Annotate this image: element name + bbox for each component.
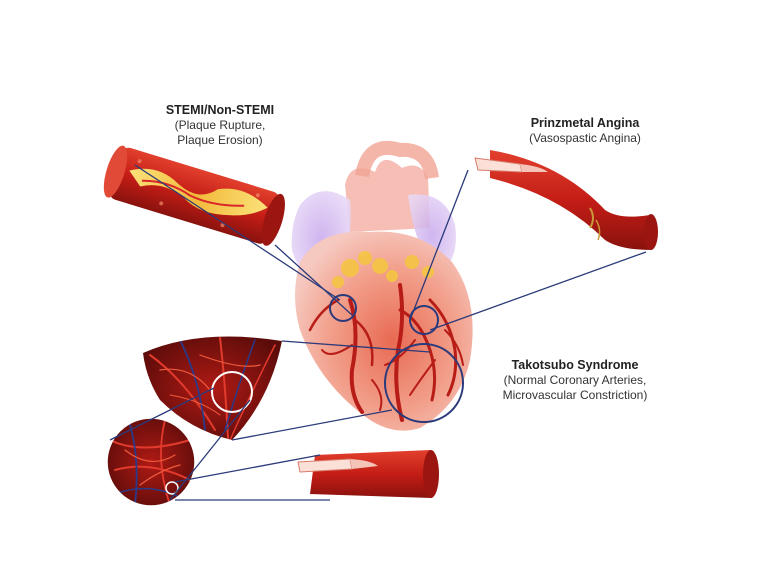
heart-illustration (291, 140, 473, 431)
stemi-label: STEMI/Non-STEMI (Plaque Rupture, Plaque … (140, 103, 300, 148)
takotsubo-subtitle-line2: Microvascular Constriction) (502, 388, 648, 402)
connector-lines (109, 164, 647, 501)
prinzmetal-vessel-illustration (474, 150, 658, 250)
takotsubo-label: Takotsubo Syndrome (Normal Coronary Arte… (470, 358, 680, 403)
prinzmetal-label: Prinzmetal Angina (Vasospastic Angina) (500, 116, 670, 146)
prinzmetal-marker-circle (409, 305, 439, 335)
stemi-vessel-illustration (103, 145, 285, 246)
stemi-marker-circle (329, 294, 357, 322)
stemi-subtitle-line1: (Plaque Rupture, (174, 118, 266, 132)
marker-circles (329, 294, 464, 423)
prinzmetal-title: Prinzmetal Angina (530, 116, 640, 130)
normal-vessel-illustration (297, 450, 439, 498)
microvascular-circle-illustration (106, 417, 196, 507)
prinzmetal-subtitle: (Vasospastic Angina) (529, 131, 641, 145)
takotsubo-subtitle-line1: (Normal Coronary Arteries, (503, 373, 647, 387)
takotsubo-marker-circle (384, 343, 464, 423)
stemi-title: STEMI/Non-STEMI (165, 103, 275, 117)
takotsubo-title: Takotsubo Syndrome (511, 358, 639, 372)
stemi-subtitle-line2: Plaque Erosion) (177, 133, 263, 147)
